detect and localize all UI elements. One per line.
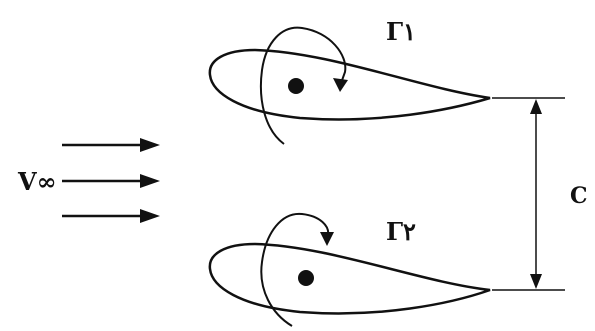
- bottom-circulation-arrowhead: [320, 232, 334, 246]
- gap-label: C: [570, 183, 588, 209]
- top-circulation-arrowhead: [333, 78, 348, 92]
- top-circulation-loop: [259, 26, 347, 145]
- freestream-arrowhead-1: [140, 138, 160, 152]
- gap-arrowhead-bottom: [530, 274, 542, 289]
- freestream-arrowhead-2: [140, 174, 160, 188]
- bottom-pivot-dot: [298, 270, 314, 286]
- circulation-bottom-label: Γ٢: [386, 217, 416, 246]
- top-airfoil: [208, 48, 491, 121]
- freestream-label: V∞: [17, 167, 57, 196]
- bottom-airfoil: [208, 242, 491, 315]
- circulation-top-label: Γ١: [386, 17, 416, 46]
- top-pivot-dot: [288, 78, 304, 94]
- freestream-arrowhead-3: [140, 209, 160, 223]
- bottom-circulation-loop: [260, 212, 330, 327]
- gap-arrowhead-top: [530, 99, 542, 114]
